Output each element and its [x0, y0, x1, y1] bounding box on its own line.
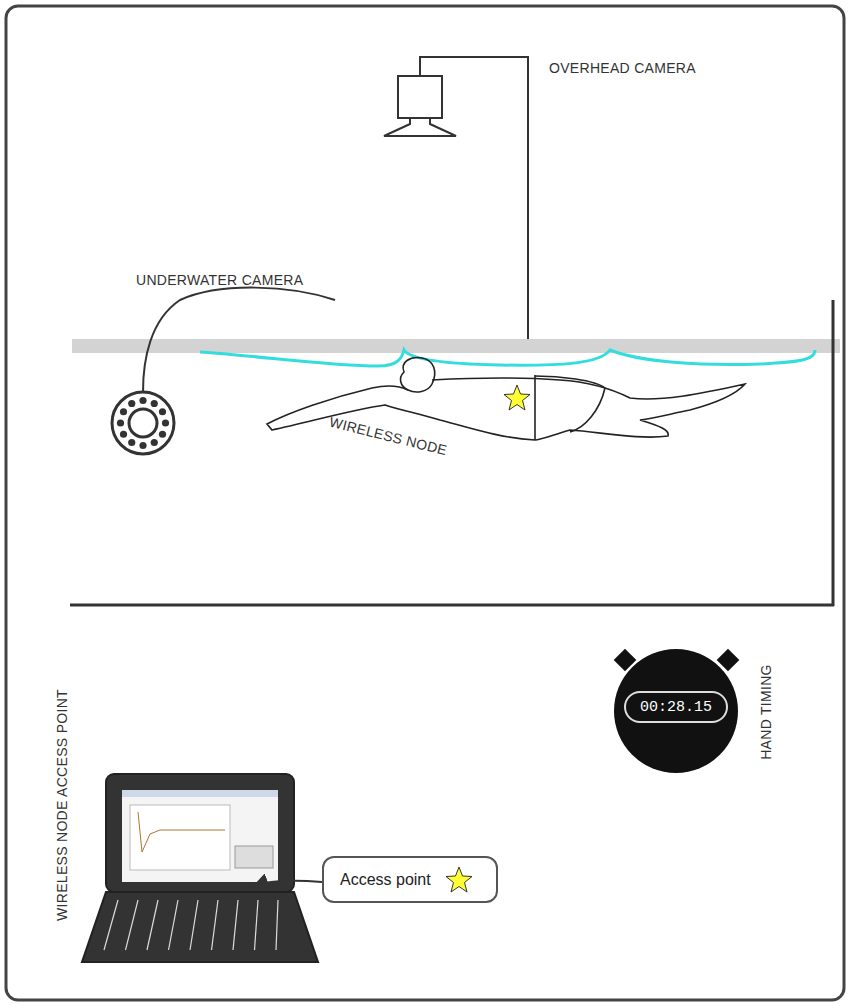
stopwatch — [614, 649, 740, 773]
pool-wall — [832, 300, 835, 606]
callout-pointer — [254, 881, 322, 886]
underwater-camera — [112, 392, 174, 454]
text-label: UNDERWATER CAMERA — [136, 272, 303, 288]
text-label: OVERHEAD CAMERA — [549, 60, 696, 76]
wireless-node-star — [504, 385, 530, 410]
callout-box: Access point — [322, 856, 498, 903]
overhead-camera — [398, 76, 442, 118]
camera-leds — [117, 397, 169, 449]
text-label: WIRELESS NODE — [328, 414, 449, 459]
star-icon — [445, 866, 473, 894]
text-label: HAND TIMING — [758, 664, 774, 760]
camera-lens — [129, 409, 157, 437]
surface-waves — [200, 350, 815, 366]
text-label: WIRELESS NODE ACCESS POINT — [54, 689, 70, 921]
laptop — [82, 774, 318, 962]
pool-floor — [70, 604, 834, 607]
frame — [6, 6, 844, 1000]
node-text: Access point — [340, 871, 431, 889]
timer-display: 00:28.15 — [624, 691, 728, 723]
camera-cable — [143, 288, 335, 392]
node-text: 00:28.15 — [640, 699, 712, 716]
camera-lens — [384, 118, 456, 136]
lane-rope — [72, 339, 840, 353]
